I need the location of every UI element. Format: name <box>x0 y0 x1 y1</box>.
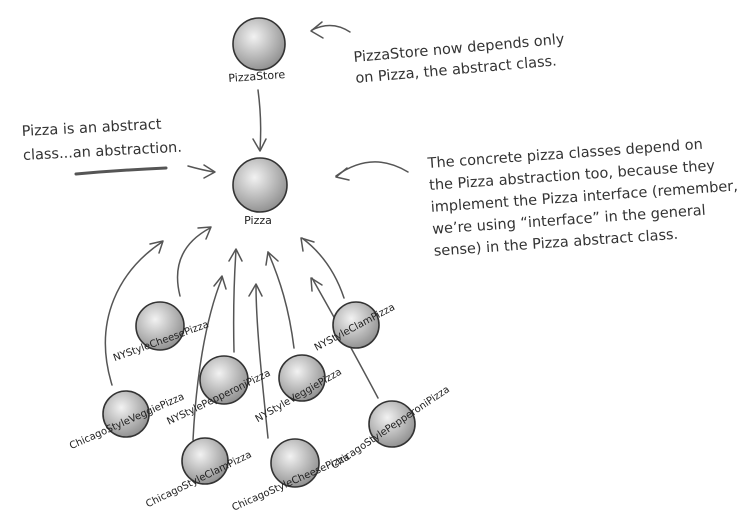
abstraction-note-line-1: Pizza is an abstract <box>21 117 162 140</box>
chicago-cheese-ball <box>270 438 320 488</box>
pizza-label: Pizza <box>244 214 272 227</box>
pizzastore-label: PizzaStore <box>228 68 286 85</box>
abstraction-underline <box>74 166 168 176</box>
concrete-note: The concrete pizza classes depend on the… <box>426 137 738 260</box>
arrow-head-chicago-pepperoni <box>310 277 323 292</box>
arrow-chicago-veggie <box>104 241 163 386</box>
arrow-store-to-pizza <box>257 89 262 151</box>
arrow-ny-veggie <box>267 251 295 349</box>
pizza-ball <box>232 157 288 213</box>
arrows <box>104 21 409 441</box>
arrow-chicago-clam <box>192 277 223 441</box>
arrow-head-store <box>252 138 267 152</box>
pizza-node: Pizza <box>232 157 288 227</box>
chicago-pepperoni-ball <box>368 400 416 448</box>
ny-cheese-ball <box>135 301 185 351</box>
arrow-head-chicago-clam <box>213 275 227 290</box>
pizzastore-ball <box>232 17 286 71</box>
arrow-head-ny-pepperoni <box>228 248 243 262</box>
arrow-head-chicago-veggie <box>149 240 164 254</box>
ny-veggie-ball <box>278 354 326 402</box>
abstraction-note-line-2: class...an abstraction. <box>23 140 183 164</box>
ny-clam-node: NYStyleClamPizza <box>313 301 397 354</box>
arrow-ny-cheese <box>176 227 211 297</box>
arrow-note-store <box>311 24 351 33</box>
arrow-head-note-pizza-left <box>203 164 216 179</box>
pizzastore-node: PizzaStore <box>228 17 286 85</box>
arrow-ny-clam <box>301 237 345 299</box>
arrow-head-ny-clam <box>300 237 315 252</box>
arrow-head-note-pizza-right <box>335 167 350 181</box>
arrow-head-chicago-cheese <box>248 283 263 297</box>
chicago-veggie-ball <box>102 390 150 438</box>
arrow-ny-pepperoni <box>232 249 237 353</box>
arrow-chicago-cheese <box>255 284 269 439</box>
abstraction-note: Pizza is an abstract class...an abstract… <box>21 117 183 164</box>
ny-veggie-node: NYStyleVeggiePizza <box>254 354 344 425</box>
ny-clam-ball <box>332 301 380 349</box>
ny-cheese-node: NYStyleCheesePizza <box>112 301 210 364</box>
store-note: PizzaStore now depends only on Pizza, th… <box>353 32 566 87</box>
arrow-head-note-store <box>310 21 324 39</box>
arrow-head-ny-veggie <box>265 251 279 266</box>
chicago-clam-node: ChicagoStyleClamPizza <box>144 437 254 510</box>
ny-pepperoni-ball <box>199 355 249 405</box>
arrow-note-pizza-left <box>187 165 215 173</box>
arrow-head-ny-cheese <box>197 226 212 240</box>
chicago-clam-ball <box>181 437 229 485</box>
